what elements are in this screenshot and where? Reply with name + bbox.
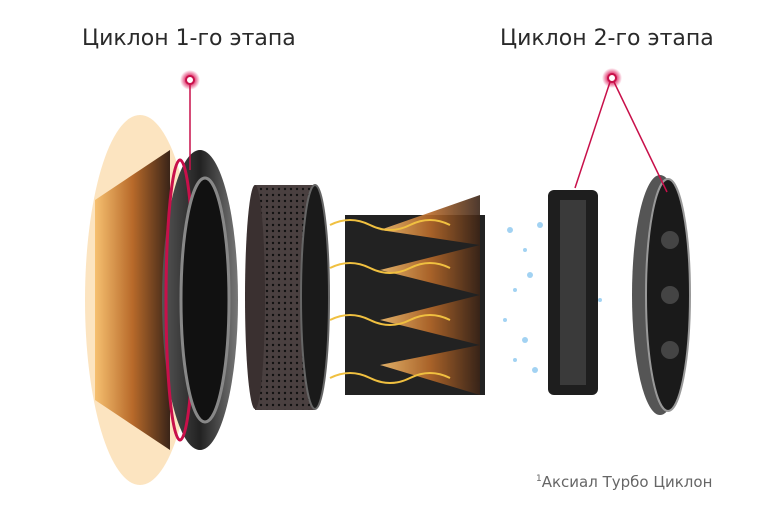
footnote: 1Аксиал Турбо Циклон (536, 473, 712, 491)
stage2-end-cap (632, 175, 691, 415)
stage2-cyclone-label: Циклон 2-го этапа (500, 26, 714, 51)
stage2-cyclones (548, 190, 598, 395)
footnote-text: Аксиал Турбо Циклон (541, 473, 713, 491)
callout-stage2 (574, 68, 668, 193)
mesh-filter (245, 184, 330, 410)
stage1-cyclone-label: Циклон 1-го этапа (82, 26, 296, 51)
axial-turbo-cyclones (329, 195, 485, 395)
footnote-marker: 1 (536, 474, 542, 484)
callout-stage1 (180, 70, 200, 170)
stage1-cyclone (85, 115, 238, 485)
